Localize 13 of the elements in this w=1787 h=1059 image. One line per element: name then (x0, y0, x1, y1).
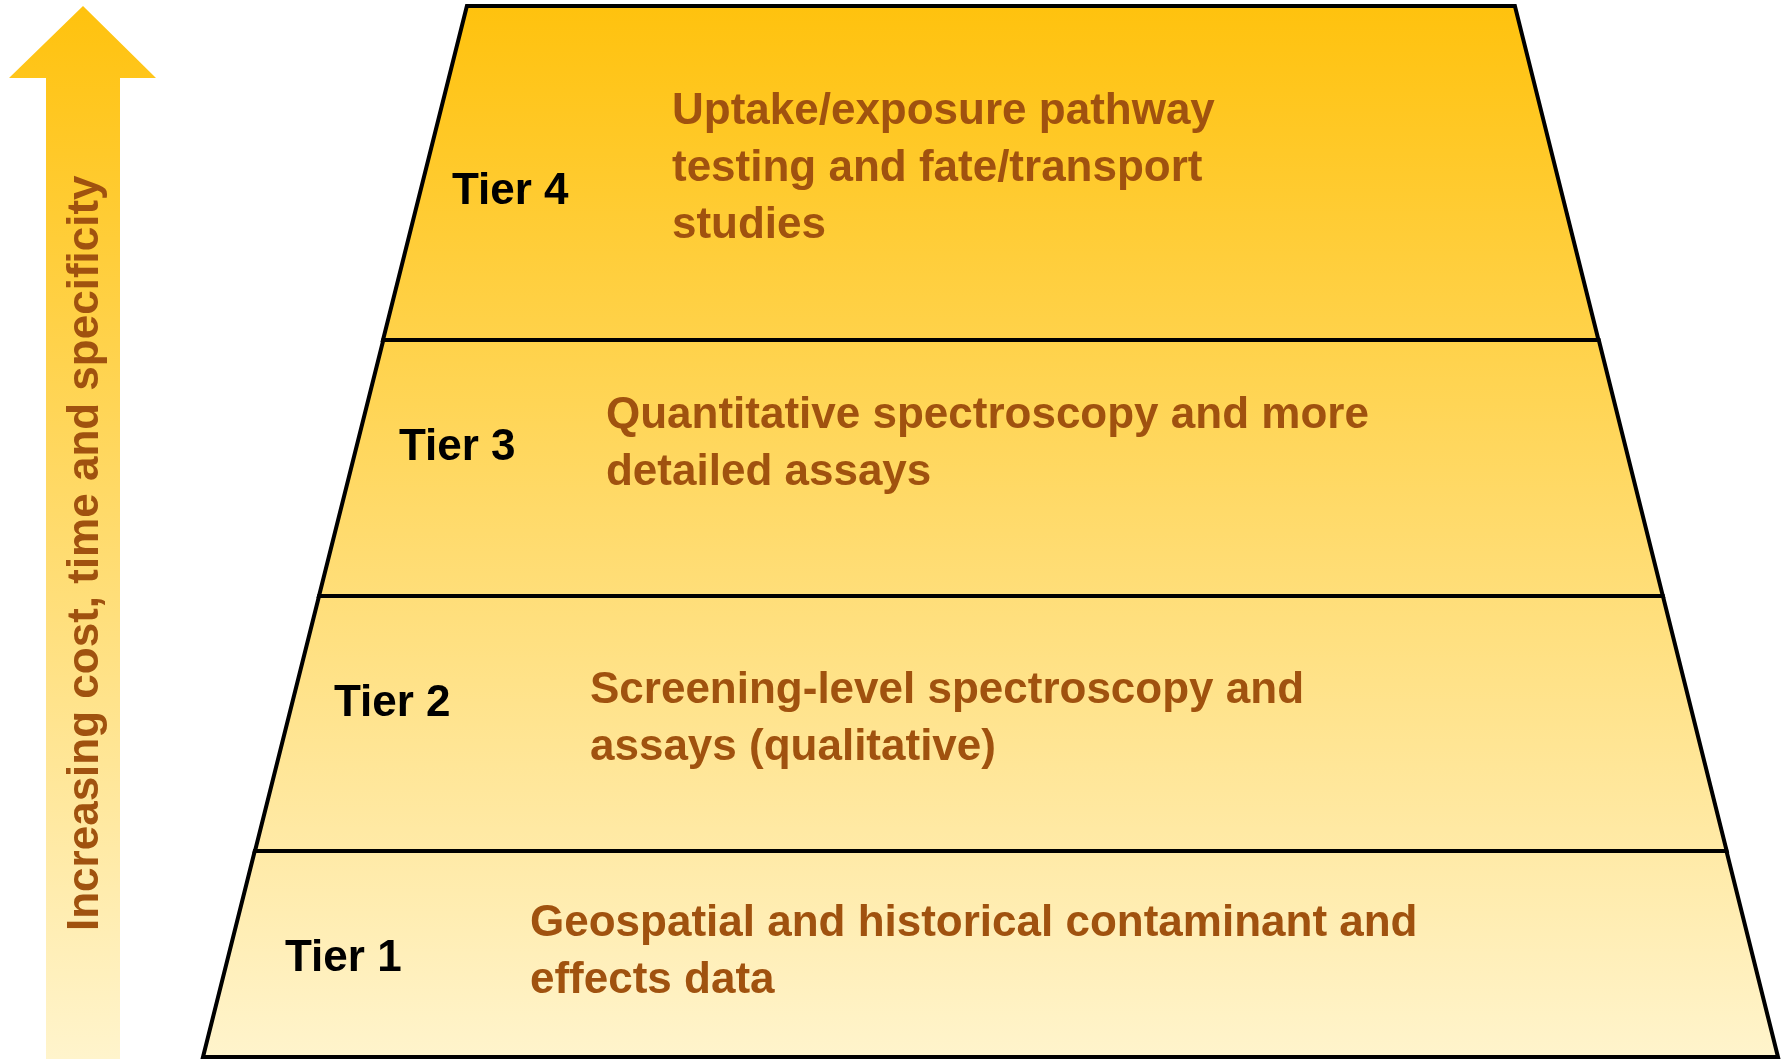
tier-description: Quantitative spectroscopy and more detailed assays (606, 387, 1370, 496)
tier-label: Tier 2 (334, 675, 451, 727)
tier-label: Tier 1 (285, 930, 402, 982)
tier-band (203, 851, 1778, 1057)
tier-description: Geospatial and historical contaminant and effects data (530, 895, 1419, 1004)
tier-band (318, 340, 1663, 596)
axis-label: Increasing cost, time and specificity (58, 175, 108, 932)
tier-band (254, 596, 1727, 851)
tier-description: Screening-level spectroscopy and assays (qualitative) (590, 662, 1306, 771)
tier-band (383, 6, 1599, 340)
tier-label: Tier 4 (452, 163, 569, 215)
tier-label: Tier 3 (399, 419, 516, 471)
tier-description: Uptake/exposure pathway testing and fate/transport studies (672, 83, 1216, 249)
